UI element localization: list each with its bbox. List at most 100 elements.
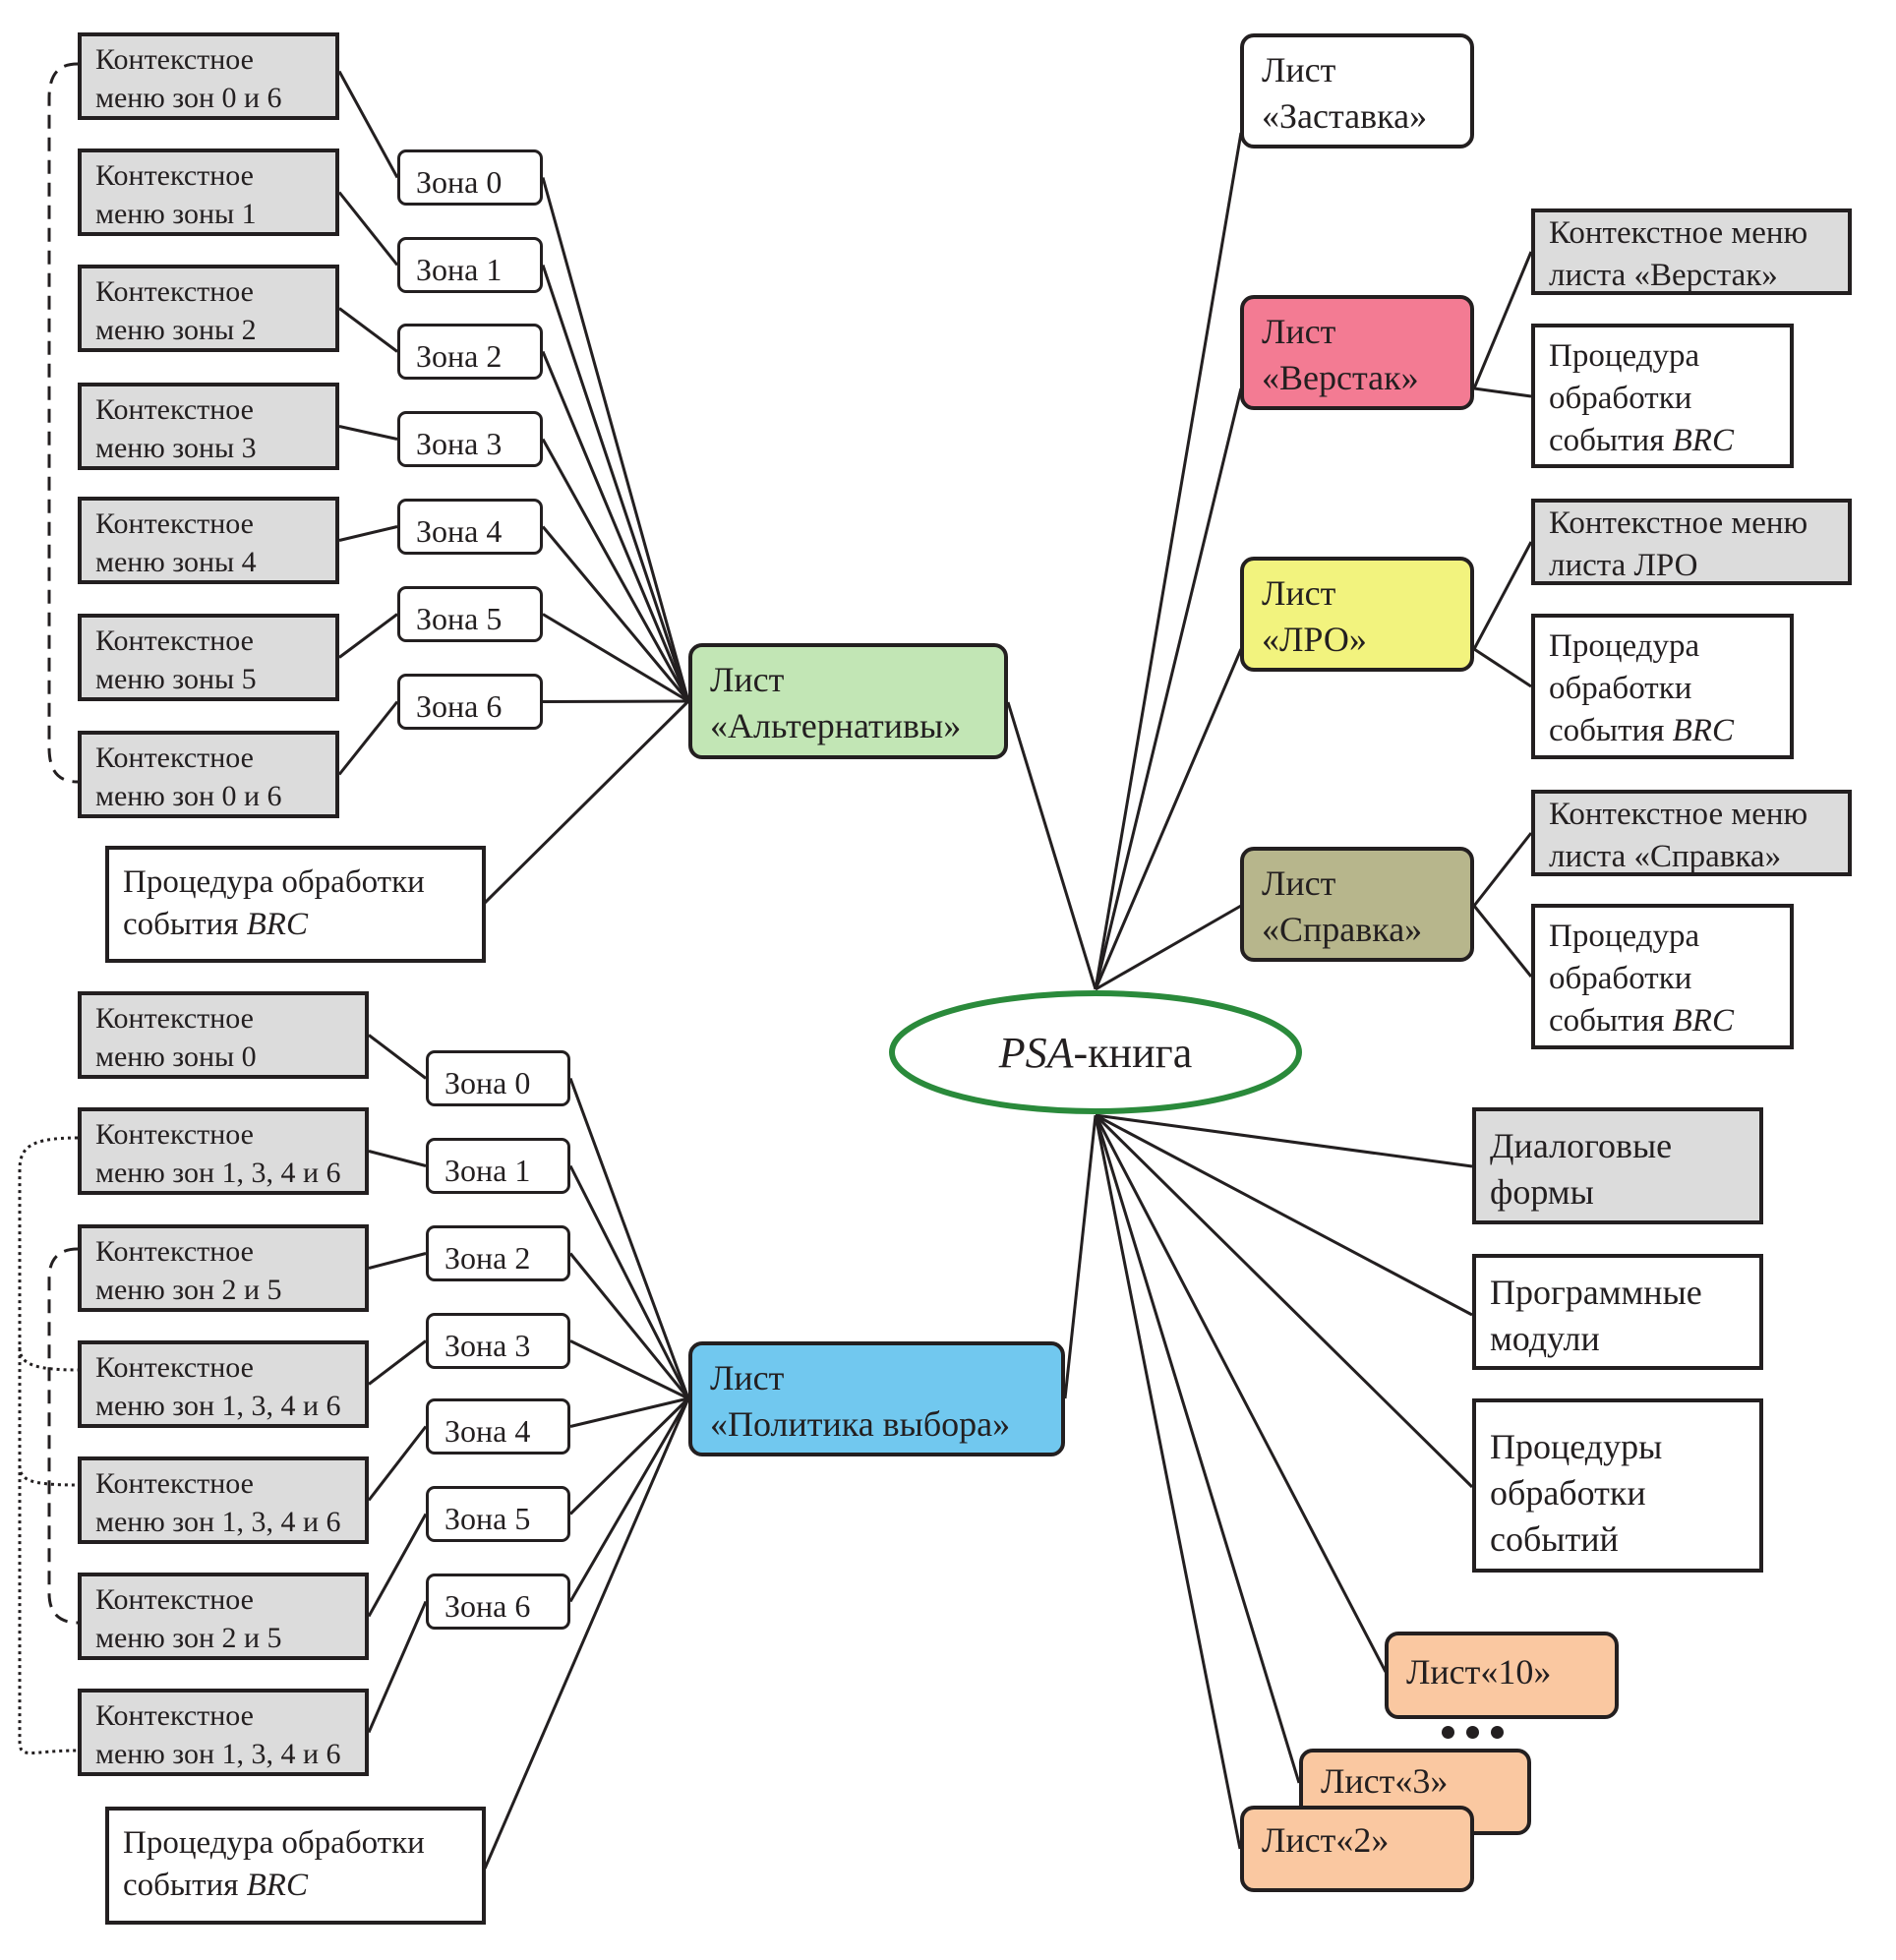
policy-zone-4[interactable]: Зона 4 bbox=[426, 1398, 570, 1455]
edge-alternatives-zone bbox=[541, 177, 690, 702]
edge-zone-context-menu bbox=[338, 613, 398, 659]
dialog-forms[interactable]: Диалоговые формы bbox=[1472, 1107, 1763, 1224]
edge-sheet-context-menu bbox=[1472, 541, 1533, 650]
event-procedures[interactable]: Процедуры обработки событий bbox=[1472, 1398, 1763, 1573]
edge-center-sheet-10 bbox=[1094, 1114, 1388, 1673]
policy-zone-1[interactable]: Зона 1 bbox=[426, 1138, 570, 1194]
edge-zone-context-menu bbox=[337, 191, 399, 267]
policy-zone-context-menu-4[interactable]: Контекстное меню зон 1, 3, 4 и 6 bbox=[78, 1456, 369, 1544]
shared-menu-link-zones-0-6 bbox=[47, 62, 79, 784]
policy-zone-context-menu-1[interactable]: Контекстное меню зон 1, 3, 4 и 6 bbox=[78, 1107, 369, 1195]
psa-label-italic: PSA bbox=[998, 1028, 1074, 1077]
edge-alternatives-brc bbox=[483, 699, 690, 905]
brc-text: Процедура обработки события bbox=[1549, 919, 1700, 1039]
brc-event: BRC bbox=[246, 1867, 308, 1903]
policy-zone-0[interactable]: Зона 0 bbox=[426, 1050, 570, 1106]
edge-zone-context-menu bbox=[367, 1600, 428, 1734]
workbench-brc-procedure[interactable]: Процедура обработки события BRC bbox=[1531, 324, 1794, 468]
alternatives-zone-1[interactable]: Зона 1 bbox=[397, 237, 543, 293]
brc-event: BRC bbox=[1672, 712, 1734, 748]
edge-zone-context-menu bbox=[367, 1425, 428, 1502]
workbench-context-menu[interactable]: Контекстное меню листа «Верстак» bbox=[1531, 208, 1852, 295]
center-ellipse bbox=[889, 990, 1302, 1114]
edge-policy-zone bbox=[568, 1252, 690, 1399]
edge-zone-context-menu bbox=[337, 70, 399, 179]
alternatives-zone-0[interactable]: Зона 0 bbox=[397, 149, 543, 206]
sheet-workbench[interactable]: Лист «Верстак» bbox=[1240, 295, 1474, 410]
edge-policy-zone bbox=[568, 1077, 690, 1399]
policy-brc-procedure[interactable]: Процедура обработки события BRC bbox=[105, 1807, 486, 1925]
help-context-menu[interactable]: Контекстное меню листа «Справка» bbox=[1531, 790, 1852, 876]
edge-sheet-context-menu bbox=[1472, 251, 1533, 389]
shared-menu-link-branch bbox=[18, 1464, 79, 1487]
dot bbox=[1442, 1726, 1454, 1739]
sheet-selection-policy[interactable]: Лист «Политика выбора» bbox=[688, 1341, 1065, 1456]
sheet-splash[interactable]: Лист «Заставка» bbox=[1240, 33, 1474, 148]
help-brc-procedure[interactable]: Процедура обработки события BRC bbox=[1531, 904, 1794, 1049]
edge-zone-context-menu bbox=[338, 525, 398, 542]
edge-policy-zone bbox=[568, 1164, 690, 1399]
psa-label-rest: -книга bbox=[1073, 1028, 1193, 1077]
alternatives-zone-context-menu-5[interactable]: Контекстное меню зоны 5 bbox=[78, 614, 339, 701]
brc-event: BRC bbox=[1672, 1002, 1734, 1039]
brc-event: BRC bbox=[1672, 422, 1734, 458]
alternatives-zone-context-menu-2[interactable]: Контекстное меню зоны 2 bbox=[78, 265, 339, 352]
sheet-alternatives[interactable]: Лист «Альтернативы» bbox=[688, 643, 1008, 759]
sheet-10[interactable]: Лист«10» bbox=[1385, 1632, 1619, 1719]
policy-zone-context-menu-3[interactable]: Контекстное меню зон 1, 3, 4 и 6 bbox=[78, 1340, 369, 1428]
edge-alternatives-zone bbox=[542, 699, 689, 703]
edge-center-help bbox=[1095, 904, 1242, 991]
sheet-help[interactable]: Лист «Справка» bbox=[1240, 847, 1474, 962]
lpr-context-menu[interactable]: Контекстное меню листа ЛРО bbox=[1531, 499, 1852, 585]
alternatives-zone-3[interactable]: Зона 3 bbox=[397, 411, 543, 467]
psa-book-node[interactable]: PSA-книга bbox=[890, 991, 1301, 1113]
edge-policy-zone bbox=[569, 1339, 689, 1400]
edge-center-event-procedures bbox=[1094, 1113, 1474, 1489]
brc-text: Процедура обработки события bbox=[123, 1825, 425, 1903]
lpr-brc-procedure[interactable]: Процедура обработки события BRC bbox=[1531, 614, 1794, 759]
edge-sheet-brc bbox=[1473, 647, 1532, 688]
alternatives-zone-5[interactable]: Зона 5 bbox=[397, 586, 543, 642]
edge-alternatives-zone bbox=[542, 613, 689, 703]
edge-zone-context-menu bbox=[368, 1034, 427, 1080]
shared-menu-link-zones-1-3-4-6 bbox=[18, 1136, 79, 1754]
policy-zone-6[interactable]: Зона 6 bbox=[426, 1574, 570, 1630]
sheet-2[interactable]: Лист«2» bbox=[1240, 1806, 1474, 1892]
policy-zone-context-menu-6[interactable]: Контекстное меню зон 1, 3, 4 и 6 bbox=[78, 1689, 369, 1776]
dot bbox=[1491, 1726, 1504, 1739]
edge-policy-zone bbox=[568, 1397, 690, 1603]
edge-zone-context-menu bbox=[368, 1150, 427, 1167]
edge-alternatives-zone bbox=[541, 525, 690, 702]
policy-zone-context-menu-5[interactable]: Контекстное меню зон 2 и 5 bbox=[78, 1573, 369, 1660]
brc-text: Процедура обработки события bbox=[1549, 628, 1700, 748]
alternatives-zone-context-menu-0[interactable]: Контекстное меню зон 0 и 6 bbox=[78, 32, 339, 120]
alternatives-zone-6[interactable]: Зона 6 bbox=[397, 674, 543, 730]
edge-policy-zone bbox=[568, 1396, 690, 1515]
alternatives-zone-4[interactable]: Зона 4 bbox=[397, 499, 543, 555]
edge-zone-context-menu bbox=[368, 1339, 427, 1386]
alternatives-zone-context-menu-3[interactable]: Контекстное меню зоны 3 bbox=[78, 383, 339, 470]
alternatives-brc-procedure[interactable]: Процедура обработки события BRC bbox=[105, 846, 486, 963]
policy-zone-3[interactable]: Зона 3 bbox=[426, 1313, 570, 1369]
shared-menu-link-branch bbox=[18, 1346, 79, 1372]
dot bbox=[1466, 1726, 1479, 1739]
edge-alternatives-zone bbox=[541, 265, 690, 702]
policy-zone-5[interactable]: Зона 5 bbox=[426, 1486, 570, 1542]
alternatives-zone-2[interactable]: Зона 2 bbox=[397, 324, 543, 380]
alternatives-zone-context-menu-6[interactable]: Контекстное меню зон 0 и 6 bbox=[78, 731, 339, 818]
policy-zone-context-menu-0[interactable]: Контекстное меню зоны 0 bbox=[78, 991, 369, 1079]
edge-center-dialog-forms bbox=[1095, 1113, 1473, 1168]
sheet-lpr[interactable]: Лист «ЛРО» bbox=[1240, 557, 1474, 672]
alternatives-zone-context-menu-4[interactable]: Контекстное меню зоны 4 bbox=[78, 497, 339, 584]
edge-zone-context-menu bbox=[367, 1513, 428, 1618]
policy-zone-context-menu-2[interactable]: Контекстное меню зон 2 и 5 bbox=[78, 1224, 369, 1312]
edge-policy-brc bbox=[483, 1397, 690, 1870]
shared-menu-link-zones-2-5 bbox=[47, 1247, 79, 1625]
program-modules[interactable]: Программные модули bbox=[1472, 1254, 1763, 1370]
alternatives-zone-context-menu-1[interactable]: Контекстное меню зоны 1 bbox=[78, 148, 339, 236]
policy-zone-2[interactable]: Зона 2 bbox=[426, 1225, 570, 1281]
edge-zone-context-menu bbox=[368, 1252, 427, 1270]
edge-alternatives-zone bbox=[541, 350, 690, 702]
edge-policy-zone bbox=[569, 1396, 689, 1428]
